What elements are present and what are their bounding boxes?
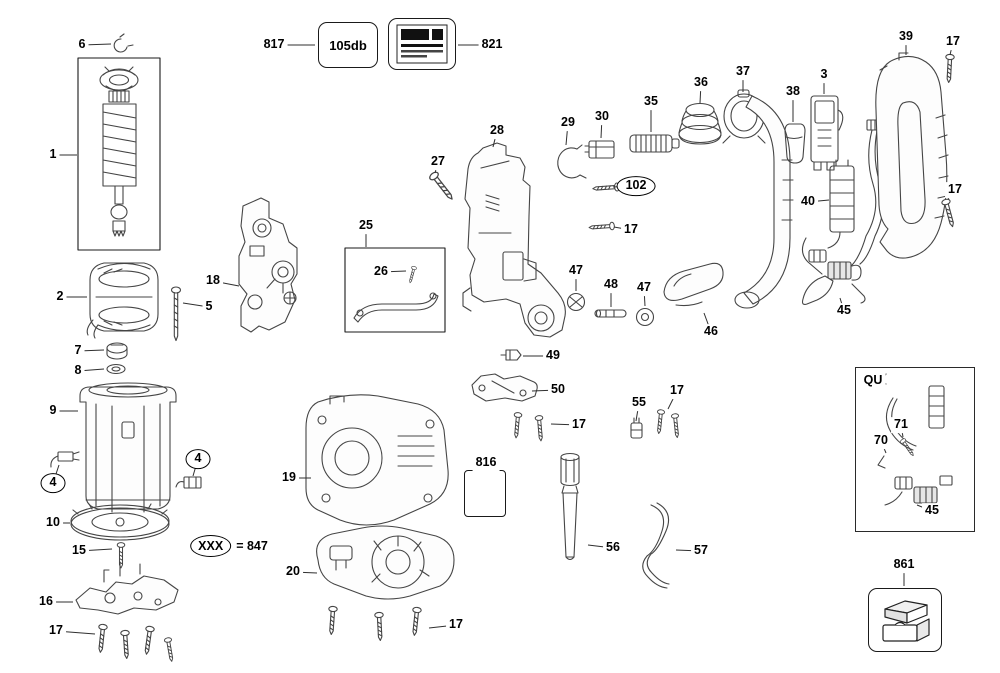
main-housing-28-drawing [462,142,566,338]
leader-line-17 [55,630,96,635]
bracket-25-26-drawing [344,247,446,333]
leader-line-55 [635,402,640,422]
cord-57-drawing [642,502,670,589]
kitbox-icon [882,600,930,642]
standoff-55-drawing [630,417,643,439]
label-icon [396,24,448,64]
grommet-47-right-drawing [635,307,655,327]
bearing-plate-16-drawing [75,561,179,615]
leader-line-26 [380,270,407,273]
bottom-cover-20-drawing [316,525,455,600]
boot-36-drawing [678,102,722,145]
leader-line-46 [703,312,712,333]
leader-line-17 [949,41,954,56]
leader-line-4 [52,464,60,484]
leader-line-50 [531,389,559,392]
grommet-47-left-drawing [566,292,586,312]
leader-line-17 [947,189,956,200]
sticker-816-box [464,470,506,517]
leader-line-56 [587,544,614,549]
leader-line-20 [292,571,318,574]
leader-line-27 [434,161,439,174]
pin-48-drawing [594,309,627,318]
housing-half-19-drawing [305,394,449,526]
kit-861-box [868,588,942,652]
switch-3-drawing [810,95,844,171]
handle-39-drawing [875,52,949,259]
leader-line-6 [81,43,112,46]
gearcase-18-drawing [238,197,298,333]
leader-line-29 [565,122,569,146]
leader-line-30 [600,116,603,139]
leader-line-57 [675,549,702,552]
leader-line-102 [612,185,637,188]
cap-38-drawing [784,123,806,164]
armature-1-drawing [77,57,161,251]
bracket-50-drawing [471,373,538,402]
clip-49-drawing [500,349,522,361]
leader-line-17 [667,390,678,410]
boot-46-drawing [663,262,724,307]
leader-line-17 [550,423,580,426]
formula-oval-label: XXX [190,535,232,557]
barrel-35-drawing [629,134,680,153]
module-40-drawing [827,159,855,249]
substitution-formula: XXX = 847 [190,535,268,557]
connector-4-right-drawing [175,476,202,489]
snap-ring-6-drawing [113,33,134,53]
leader-line-15 [78,548,113,552]
leader-line-4 [192,458,199,477]
screw-5-drawing [170,286,182,342]
leader-line-8 [77,368,105,372]
motor-housing-9-drawing [79,382,177,513]
leader-line-36 [699,82,702,104]
washer-8-drawing [106,363,126,375]
leader-line-5 [182,302,210,308]
leader-line-45 [839,297,845,312]
baffle-10-drawing [70,503,170,541]
leader-line-17 [613,226,632,231]
leader-line-7 [77,349,105,352]
formula-equals-text: = 847 [236,539,268,553]
warning-label-box [388,18,456,70]
qu-frame-box [855,367,975,532]
lead-wire-4-left-drawing [50,451,80,468]
chisel-56-drawing [560,452,580,561]
nut-7-drawing [106,342,128,360]
noise-rating-label: 105db [329,37,367,53]
leader-line-47 [643,287,646,307]
leader-line-40 [807,199,830,203]
part-30-drawing [584,140,615,159]
leader-line-18 [212,280,240,287]
ring-29-drawing [557,144,587,179]
cord-protector-45-drawing [801,237,866,305]
noise-rating-box: 105db [318,22,378,68]
field-2-drawing [86,262,159,339]
leader-line-28 [492,130,498,148]
leader-line-17 [428,624,457,629]
